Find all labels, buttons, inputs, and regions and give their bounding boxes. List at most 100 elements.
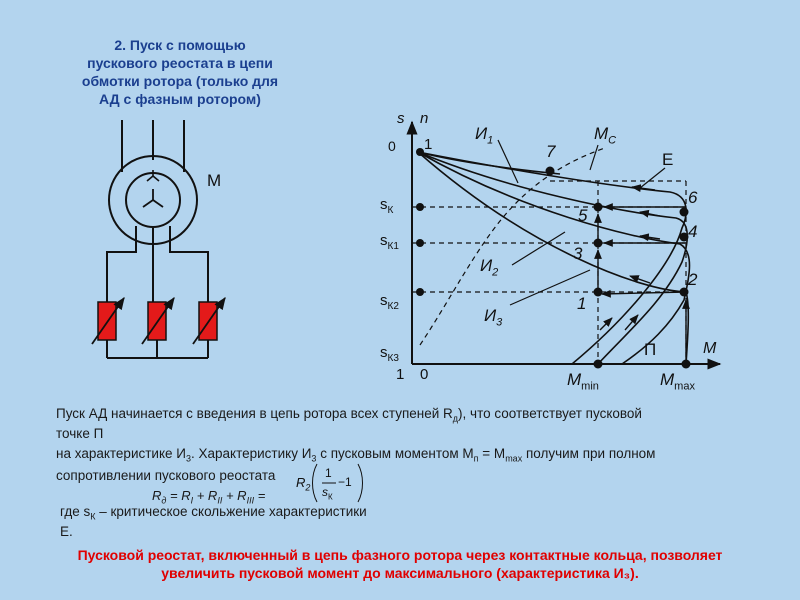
label-i2-main: И: [480, 256, 493, 275]
arrow-on-i3: [629, 275, 651, 284]
arrow-2-to-3: [601, 289, 687, 298]
formula-r-sub: д: [161, 495, 167, 506]
label-n-axis: n: [420, 110, 429, 127]
text-line-1-sub: д: [452, 413, 459, 424]
label-e: Е: [662, 150, 674, 169]
text-line-3b: . Характеристику И: [191, 446, 312, 461]
label-point-1: 1: [577, 294, 587, 313]
title-line-1: 2. Пуск с помощью: [114, 37, 246, 53]
formula-minus: −1: [338, 475, 352, 489]
label-i3-sub: 3: [496, 316, 503, 329]
title-line-4: АД с фазным ротором): [99, 91, 261, 107]
rotor-lead-right: [169, 226, 209, 302]
text-line-7: Е.: [60, 524, 73, 539]
label-sk-sub: К: [387, 205, 394, 216]
curve-i2: [417, 151, 691, 365]
characteristics-graph: [406, 120, 722, 370]
label-sk3-sub: К3: [387, 353, 399, 364]
label-i1-main: И: [475, 124, 488, 143]
formula-plus1: + R: [193, 488, 218, 503]
text-line-3a: на характеристике И: [56, 446, 186, 461]
formula-den: sК: [322, 485, 333, 501]
formula-den-sub: К: [328, 492, 333, 502]
formula-fraction-block: R2 1 sК −1: [296, 461, 368, 505]
label-sk3-main: s: [380, 344, 388, 361]
operating-points: [416, 148, 691, 369]
formula-r3-sub: III: [246, 495, 255, 506]
label-point-7: 7: [546, 142, 556, 161]
point-sk: [416, 203, 424, 211]
formula-rd: Rд = RI + RII + RIII =: [152, 487, 265, 510]
label-i2-sub: 2: [492, 266, 499, 279]
text-line-3b-sub: 3: [311, 453, 317, 464]
formula-r: R: [152, 488, 162, 503]
label-mmin-main: M: [567, 370, 582, 389]
pointer-i1: [497, 139, 519, 184]
pointer-mc: [589, 144, 599, 171]
label-mmin: Mmin: [567, 370, 599, 392]
label-sk1-sub: К1: [387, 241, 399, 252]
label-pointers: [497, 139, 666, 306]
footer-line-1: Пусковой реостат, включенный в цепь фазн…: [77, 547, 723, 563]
formula-r2b-sub: 2: [305, 482, 311, 493]
point-5: [593, 202, 603, 212]
arrow-on-i1: [639, 209, 661, 218]
label-sk1-main: s: [380, 232, 388, 249]
label-point-4: 4: [688, 222, 698, 241]
formula-r2-sub: II: [217, 495, 223, 506]
pointer-i3: [509, 269, 591, 306]
formula-r2-main: R: [296, 475, 306, 490]
label-point-5: 5: [578, 206, 588, 225]
label-s-axis: s: [397, 110, 405, 127]
point-p: [681, 359, 691, 369]
text-line-3d: = M: [478, 446, 506, 461]
point-1: [593, 287, 603, 297]
text-line-4: сопротивлении пускового реостата: [56, 468, 276, 483]
text-line-6-sub: К: [90, 511, 96, 522]
label-p: П: [644, 340, 657, 359]
formula-plus2: + R: [222, 488, 247, 503]
label-bottom-n: 0: [420, 366, 429, 383]
formula-den-main: s: [322, 485, 328, 499]
text-line-1: Пуск АД начинается с введения в цепь рот…: [56, 405, 642, 428]
motor-circuit: [106, 120, 209, 359]
label-sk2: sК2: [380, 292, 399, 312]
label-mc-sub: С: [608, 134, 617, 147]
label-i3-main: И: [484, 306, 497, 325]
footer-note: Пусковой реостат, включенный в цепь фазн…: [20, 546, 780, 582]
formula-num: 1: [325, 466, 332, 480]
label-mmax: Mmax: [660, 370, 695, 392]
label-origin-s: 0: [388, 138, 396, 154]
rotor-star-icon: [142, 189, 164, 208]
label-mmax-main: M: [660, 370, 675, 389]
arrow-low-e: [599, 317, 613, 331]
text-line-1-main: Пуск АД начинается с введения в цепь рот…: [56, 406, 453, 421]
label-mc-main: М: [594, 124, 609, 143]
point-2: [679, 287, 689, 297]
label-mc: МС: [594, 124, 616, 146]
label-bottom-s: 1: [396, 366, 405, 383]
label-point-6: 6: [688, 188, 698, 207]
pointer-i2: [511, 231, 566, 266]
label-m-axis: M: [703, 340, 717, 357]
mmax-locus-curve: [419, 147, 606, 346]
label-i1: И1: [475, 124, 493, 146]
label-mmin-sub: min: [581, 380, 599, 393]
arrow-on-e: [631, 184, 656, 193]
formula-eq2: =: [254, 488, 266, 503]
label-point-3: 3: [573, 244, 583, 263]
label-origin-n: 1: [424, 136, 433, 153]
point-origin: [416, 148, 424, 156]
label-sk2-main: s: [380, 292, 388, 309]
formula-parentheses: [312, 463, 363, 503]
stator-star-icon: [146, 170, 160, 182]
text-line-1-end: ), что соответствует пусковой: [458, 406, 642, 421]
arrow-on-i2: [639, 233, 661, 242]
text-line-3e: получим при полном: [522, 446, 656, 461]
footer-line-2: увеличить пусковой момент до максимально…: [161, 565, 639, 581]
formula-eq: = R: [166, 488, 191, 503]
point-7: [545, 166, 555, 176]
text-line-3: на характеристике И3. Характеристику И3 …: [56, 445, 655, 468]
